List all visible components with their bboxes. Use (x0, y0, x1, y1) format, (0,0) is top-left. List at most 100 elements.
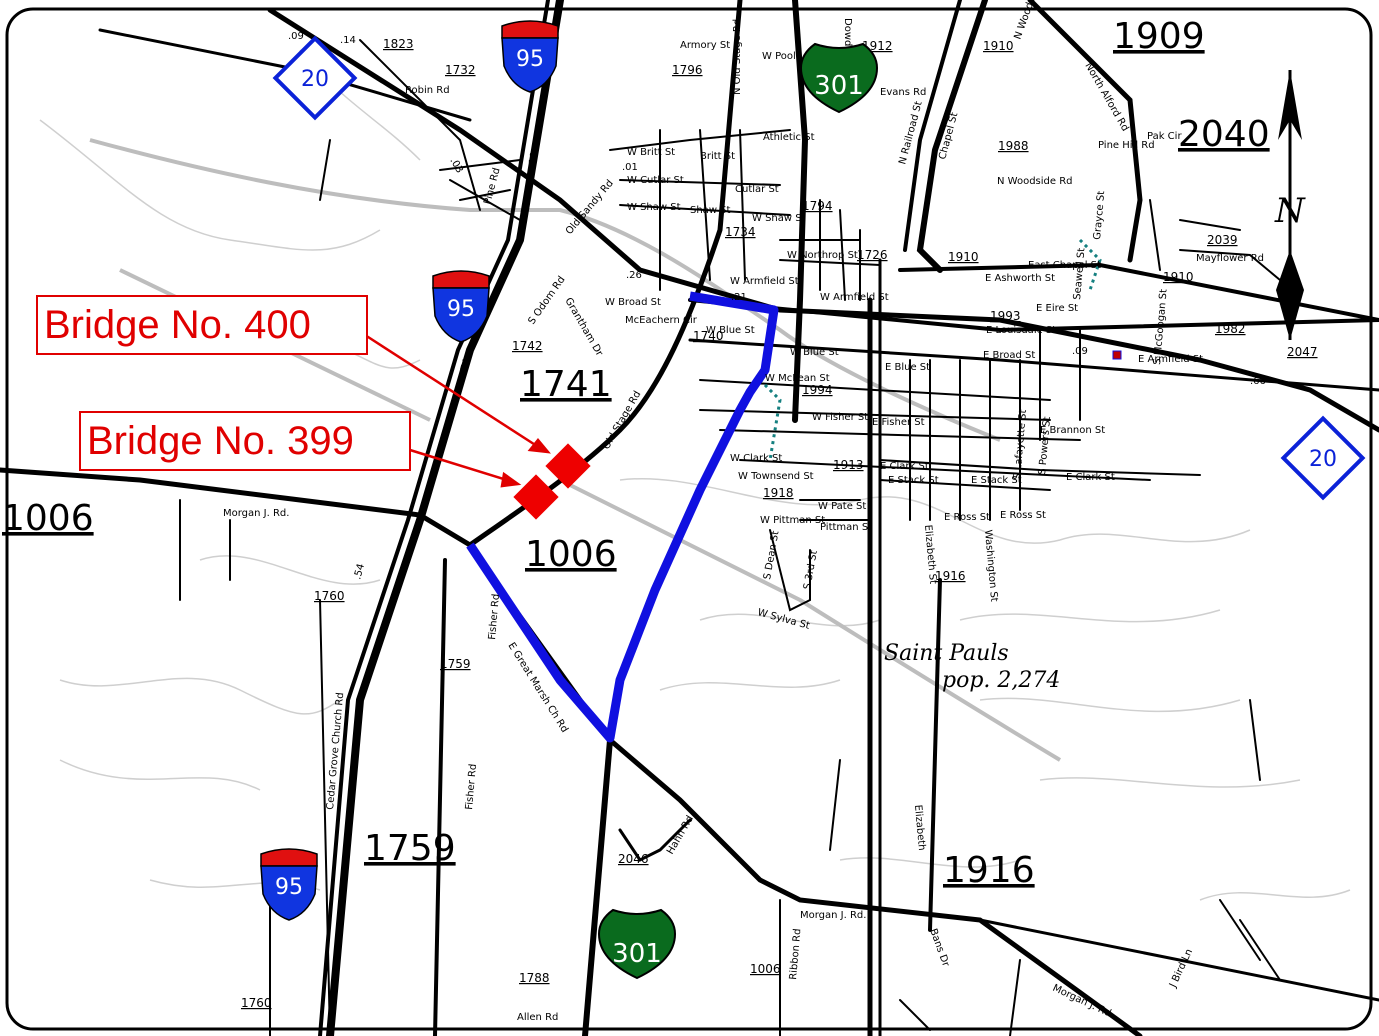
svg-text:W Britt St: W Britt St (627, 147, 675, 158)
building-marker (1112, 350, 1122, 360)
svg-text:W Shaw St: W Shaw St (752, 213, 806, 224)
svg-text:1918: 1918 (763, 486, 794, 500)
svg-text:East Chapel St: East Chapel St (1028, 260, 1101, 271)
svg-text:Pine Hill Rd: Pine Hill Rd (1098, 140, 1155, 151)
detour-route (466, 291, 779, 743)
north-arrow: N (1274, 70, 1306, 340)
svg-text:W Northrop St: W Northrop St (787, 250, 858, 261)
svg-text:1006: 1006 (750, 962, 781, 976)
svg-text:W Townsend St: W Townsend St (738, 471, 814, 482)
town-name: Saint Pauls (884, 641, 1009, 666)
bridge-399-callout: Bridge No. 399 (87, 419, 354, 463)
svg-text:.21: .21 (731, 292, 747, 303)
svg-text:E Ashworth St: E Ashworth St (985, 273, 1055, 284)
svg-text:E Brannon St: E Brannon St (1040, 425, 1105, 436)
svg-text:1732: 1732 (445, 63, 476, 77)
route-1741: 1741 (520, 364, 612, 405)
svg-text:1910: 1910 (983, 39, 1014, 53)
svg-text:Athletic St: Athletic St (763, 132, 815, 143)
svg-text:W Blue St: W Blue St (706, 325, 755, 336)
svg-text:W Blue St: W Blue St (790, 347, 839, 358)
svg-text:W Shaw St: W Shaw St (627, 202, 681, 213)
svg-text:E Clark St: E Clark St (1066, 472, 1115, 483)
svg-text:Evans Rd: Evans Rd (880, 87, 926, 98)
svg-text:.66: .66 (1250, 376, 1266, 387)
svg-text:E Clark St: E Clark St (880, 461, 929, 472)
svg-text:Robin Rd: Robin Rd (405, 85, 450, 96)
svg-text:Elizabeth St: Elizabeth St (922, 524, 938, 584)
svg-text:N Woodside Rd: N Woodside Rd (997, 176, 1073, 187)
svg-text:1794: 1794 (802, 199, 833, 213)
bridge-400-callout: Bridge No. 400 (44, 303, 311, 347)
svg-text:E Louisdale St: E Louisdale St (986, 325, 1056, 336)
svg-text:1988: 1988 (998, 139, 1029, 153)
svg-text:Pittman St: Pittman St (820, 522, 872, 533)
svg-text:95: 95 (447, 297, 475, 322)
svg-text:1910: 1910 (1163, 270, 1194, 284)
svg-text:.14: .14 (340, 35, 356, 46)
svg-text:1910: 1910 (948, 250, 979, 264)
i95-shield-middle: 95 (432, 270, 490, 343)
svg-text:1734: 1734 (725, 225, 756, 239)
svg-text:Cutlar St: Cutlar St (735, 184, 779, 195)
svg-text:E Ross St: E Ross St (1000, 510, 1046, 521)
svg-text:W Broad St: W Broad St (605, 297, 661, 308)
svg-text:Morgan J. Rd.: Morgan J. Rd. (800, 910, 866, 921)
svg-text:E Stack St: E Stack St (888, 475, 939, 486)
svg-text:1796: 1796 (672, 63, 703, 77)
svg-text:Morgan J. Rd.: Morgan J. Rd. (223, 508, 289, 519)
svg-text:95: 95 (516, 47, 544, 72)
svg-text:95: 95 (275, 875, 303, 900)
svg-text:.18: .18 (527, 151, 541, 169)
svg-text:1760: 1760 (314, 589, 345, 603)
svg-text:Britt St: Britt St (700, 151, 735, 162)
svg-text:Armory St: Armory St (680, 40, 730, 51)
svg-text:20: 20 (301, 67, 329, 92)
route-1909: 1909 (1113, 16, 1205, 57)
nc20-marker-left: 20 (272, 35, 358, 121)
svg-text:E Stack St: E Stack St (971, 475, 1022, 486)
svg-text:W Clark St: W Clark St (730, 453, 782, 464)
svg-text:.01: .01 (622, 162, 638, 173)
callout-arrows (364, 333, 551, 488)
north-letter: N (1274, 191, 1306, 231)
route-2040: 2040 (1178, 114, 1270, 155)
svg-text:.54: .54 (352, 563, 367, 581)
town-boundary-dots (758, 238, 1102, 461)
svg-text:E Armfield St: E Armfield St (1138, 354, 1203, 365)
svg-text:W Pittman St: W Pittman St (760, 515, 825, 526)
svg-text:2047: 2047 (1287, 345, 1318, 359)
us301-shield-bottom: 301 (597, 908, 677, 980)
small-route-numbers: 1823 1732 1796 1912 1910 1988 2039 1910 … (241, 37, 1318, 1010)
svg-text:1726: 1726 (857, 248, 888, 262)
svg-text:W Pool: W Pool (762, 51, 796, 62)
svg-text:1740: 1740 (693, 329, 724, 343)
svg-text:2039: 2039 (1207, 233, 1238, 247)
svg-text:Shaw St: Shaw St (690, 205, 731, 216)
svg-text:W Armfield St: W Armfield St (820, 292, 889, 303)
svg-text:1994: 1994 (802, 383, 833, 397)
us301-shield-top: 301 (799, 42, 879, 114)
svg-text:.26: .26 (626, 270, 642, 281)
i95-shield-bottom: 95 (260, 848, 318, 921)
svg-text:E Broad St: E Broad St (983, 350, 1035, 361)
svg-text:Seawell St: Seawell St (1072, 247, 1087, 300)
svg-text:.09: .09 (288, 31, 304, 42)
svg-text:Ribbon Rd: Ribbon Rd (788, 928, 803, 980)
svg-text:Pak Cir: Pak Cir (1147, 131, 1182, 142)
route-1759: 1759 (364, 828, 456, 869)
svg-text:W McLean St: W McLean St (765, 373, 830, 384)
svg-text:20: 20 (1309, 447, 1337, 472)
svg-text:E Eire St: E Eire St (1036, 303, 1078, 314)
route-1916: 1916 (943, 850, 1035, 891)
svg-text:1759: 1759 (440, 657, 471, 671)
svg-text:W Cutlar St: W Cutlar St (627, 175, 684, 186)
nc20-marker-right: 20 (1280, 415, 1366, 501)
svg-text:Fisher Rd: Fisher Rd (487, 593, 502, 640)
route-1006-center: 1006 (525, 534, 617, 575)
svg-text:301: 301 (612, 939, 662, 969)
svg-text:W Armfield St: W Armfield St (730, 276, 799, 287)
svg-text:Dowd: Dowd (842, 18, 853, 46)
